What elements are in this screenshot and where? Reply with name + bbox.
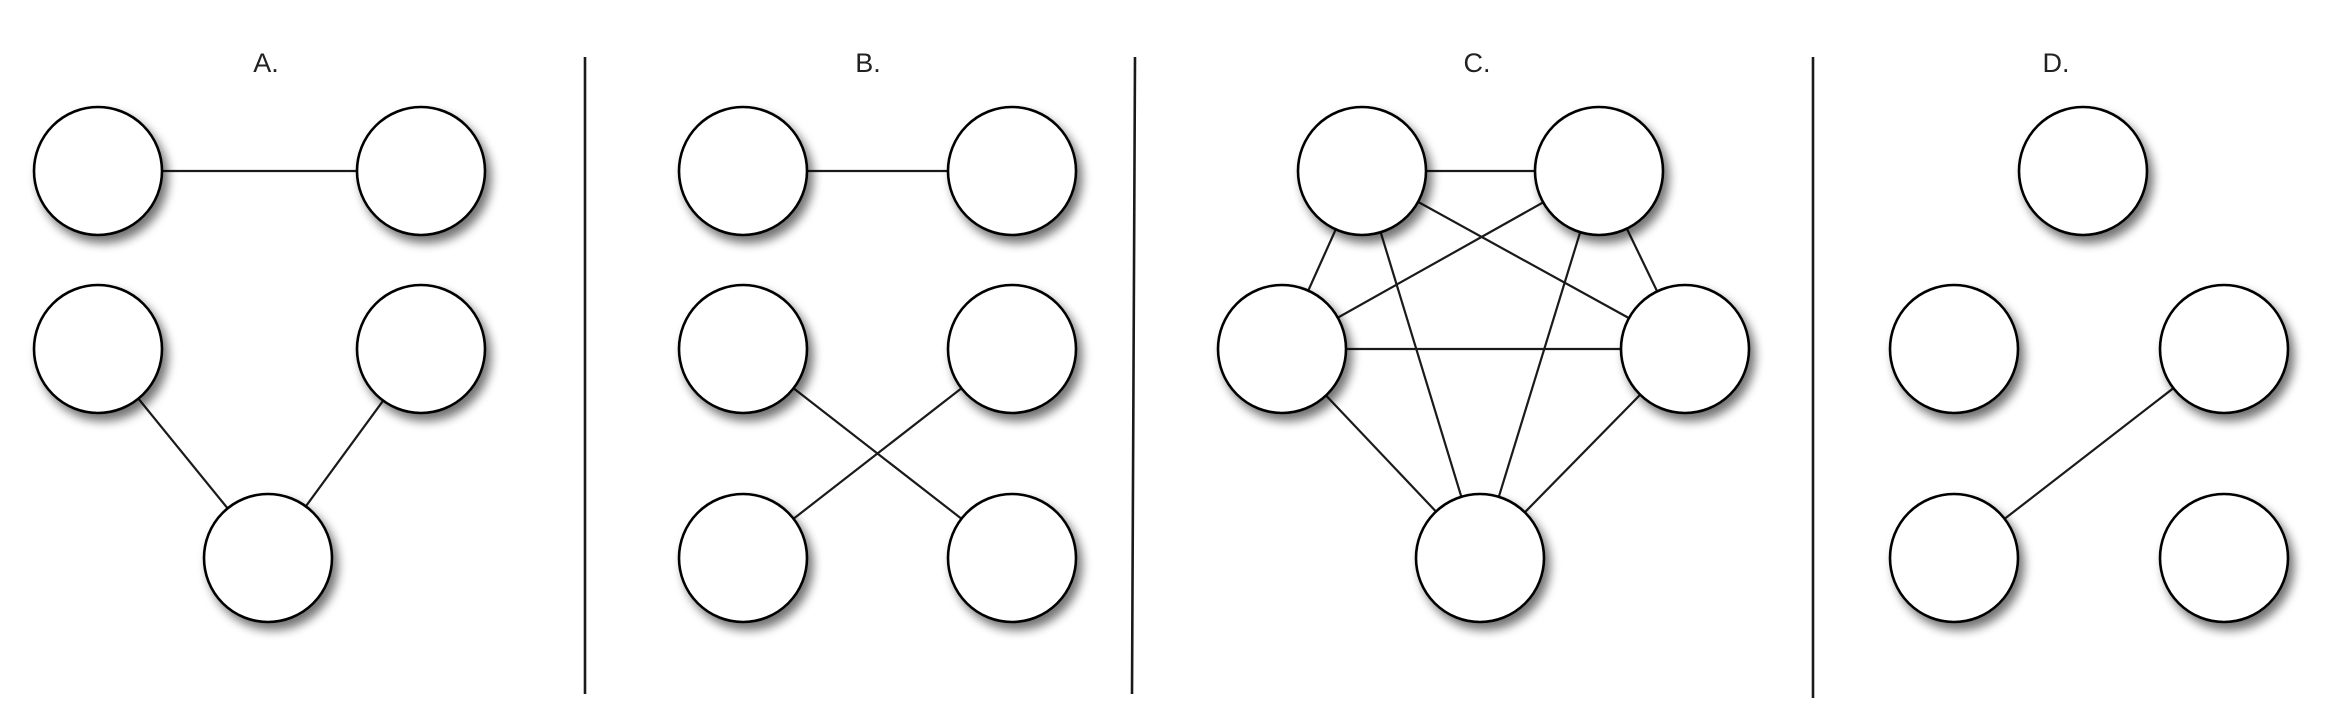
node-c-1	[1533, 105, 1665, 237]
node-b-0	[677, 105, 809, 237]
graphs-layer	[32, 105, 2290, 624]
graph-panel-d	[1888, 105, 2290, 624]
edge-c-0-4	[1360, 170, 1482, 559]
node-c-3	[1619, 283, 1751, 415]
node-b-5	[946, 492, 1078, 624]
edge-c-1-4	[1478, 170, 1601, 559]
node-d-1	[1888, 283, 2020, 415]
node-a-1	[355, 105, 487, 237]
panel-label-b: B.	[855, 48, 881, 78]
panel-label-a: A.	[253, 48, 279, 78]
node-d-2	[2158, 283, 2290, 415]
graph-panel-c	[1216, 105, 1751, 624]
node-d-0	[2017, 105, 2149, 237]
panel-label-c: C.	[1464, 48, 1491, 78]
node-a-0	[32, 105, 164, 237]
node-b-4	[677, 492, 809, 624]
node-d-3	[1888, 492, 2020, 624]
node-b-2	[677, 283, 809, 415]
node-a-4	[202, 492, 334, 624]
panel-divider-2	[1130, 56, 1137, 695]
node-c-2	[1216, 283, 1348, 415]
node-b-1	[946, 105, 1078, 237]
node-c-4	[1414, 492, 1546, 624]
graph-panel-a	[32, 105, 487, 624]
node-b-3	[946, 283, 1078, 415]
node-d-4	[2158, 492, 2290, 624]
panel-label-d: D.	[2043, 48, 2070, 78]
node-a-2	[32, 283, 164, 415]
node-c-0	[1296, 105, 1428, 237]
node-a-3	[355, 283, 487, 415]
graph-panel-b	[677, 105, 1078, 624]
